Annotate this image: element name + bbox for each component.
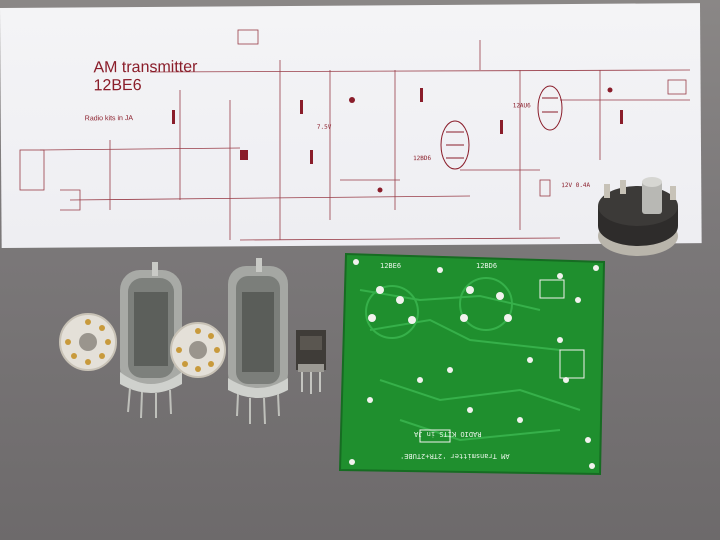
- tube-socket: [170, 322, 226, 378]
- vacuum-tube: [228, 258, 288, 425]
- tube-socket: [59, 313, 117, 371]
- schematic-tubes: [440, 85, 563, 170]
- pcb-label-bottom: AM Transmitter '2TR+2TUBE': [400, 452, 510, 460]
- potentiometer: [598, 177, 678, 256]
- pcb-board: [338, 252, 606, 476]
- pcb-label-right: 12BD6: [476, 262, 498, 270]
- vacuum-tube: [120, 262, 182, 419]
- pcb-label-left: 12BE6: [380, 262, 402, 270]
- pcb-label-mid: RADIO KITS in JA: [414, 430, 482, 438]
- transistor: [296, 330, 326, 394]
- schematic-components: [172, 87, 623, 193]
- schematic-wiring: [19, 29, 691, 241]
